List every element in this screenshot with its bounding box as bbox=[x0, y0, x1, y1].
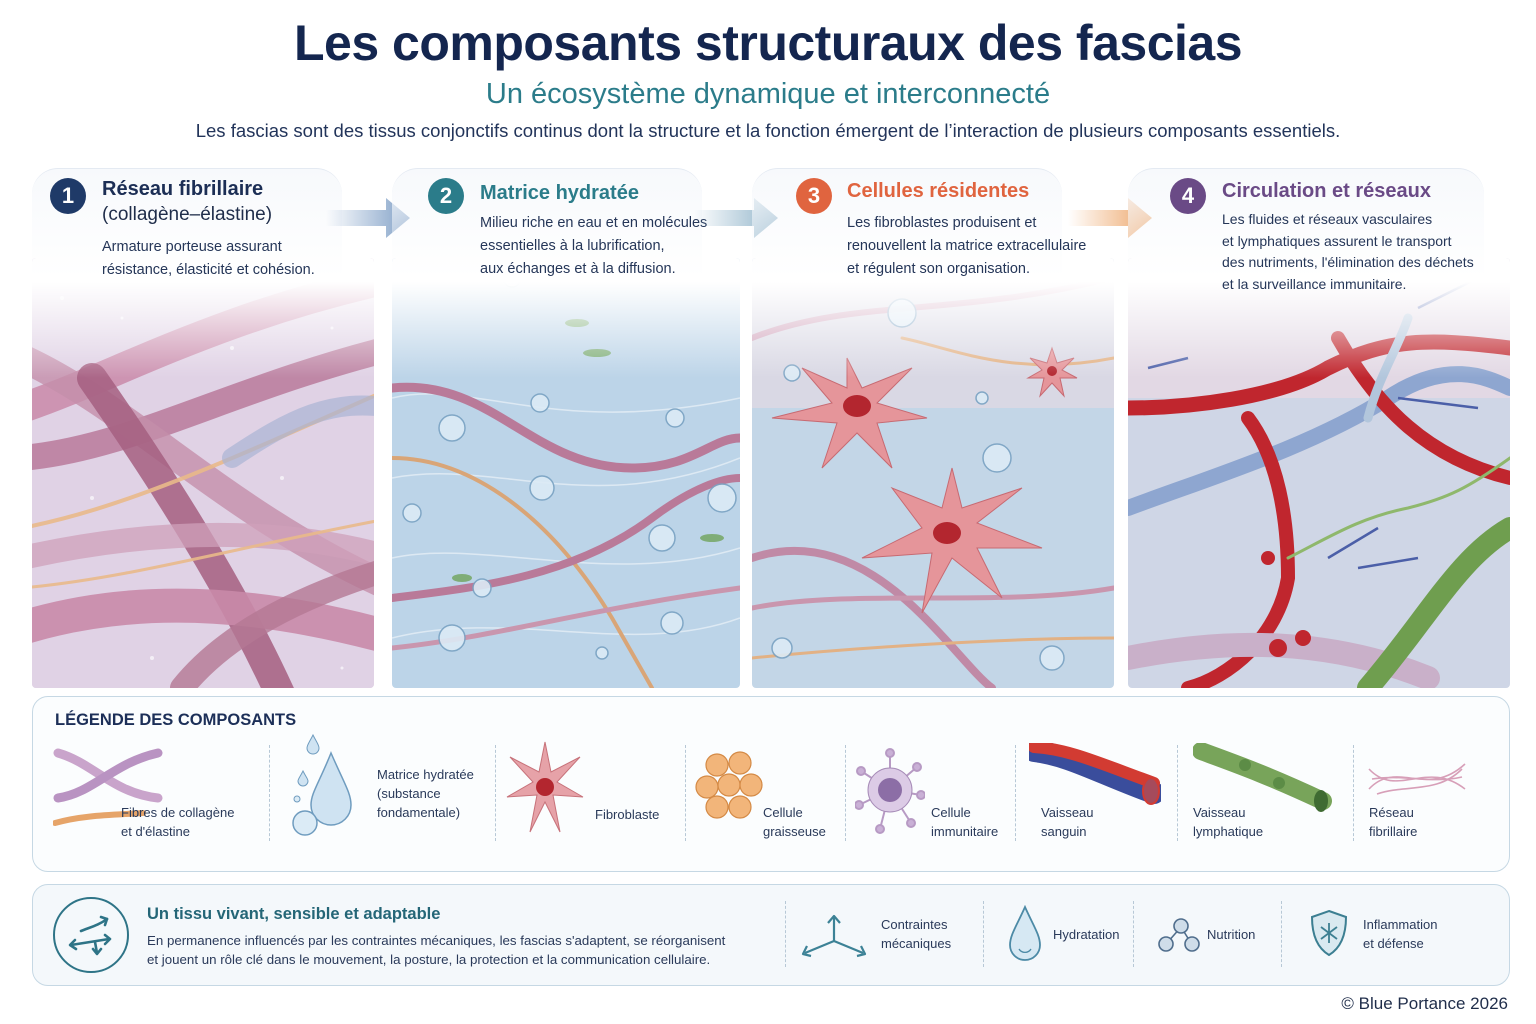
living-tissue-summary: Un tissu vivant, sensible et adaptable E… bbox=[32, 884, 1510, 986]
legend-item-immune-cell: Cellule immunitaire bbox=[855, 733, 1025, 853]
legend-label: Réseau fibrillaire bbox=[1369, 805, 1418, 839]
collagen-fiber-icon bbox=[53, 748, 163, 826]
property-hydration: Hydratation bbox=[1007, 899, 1157, 971]
legend-item-hydrated-matrix: Matrice hydratée (substance fondamentale… bbox=[289, 733, 489, 853]
fibrillar-network-icon bbox=[1368, 763, 1466, 795]
panel-description: Les fluides et réseaux vasculaires et ly… bbox=[1222, 211, 1474, 292]
legend-label: Fibres de collagène et d'élastine bbox=[121, 805, 235, 839]
panel-fibrillar-network: 1 Réseau fibrillaire (collagène–élastine… bbox=[32, 168, 376, 688]
property-label: Hydratation bbox=[1053, 927, 1120, 942]
property-mechanical-stress: Contraintes mécaniques bbox=[799, 899, 989, 971]
immune-cell-icon bbox=[855, 748, 925, 834]
panel-hydrated-matrix: 2 Matrice hydratée Milieu riche en eau e… bbox=[392, 168, 742, 688]
blood-vessel-icon bbox=[1029, 743, 1161, 805]
panel-resident-cells: 3 Cellules résidentes Les fibroblastes p… bbox=[752, 168, 1118, 688]
panel-title: Réseau fibrillaire bbox=[102, 178, 264, 200]
legend-item-lymphatic-vessel: Vaisseau lymphatique bbox=[1193, 733, 1353, 853]
panel-title: Matrice hydratée bbox=[480, 182, 639, 204]
step-number-badge: 4 bbox=[1170, 178, 1206, 214]
page-title: Les composants structuraux des fascias bbox=[293, 15, 1243, 71]
shield-defense-icon bbox=[1310, 909, 1348, 957]
hydrated-matrix-illustration bbox=[392, 258, 740, 688]
panel-title: Cellules résidentes bbox=[847, 180, 1030, 202]
panel-title: Circulation et réseaux bbox=[1222, 180, 1431, 202]
hydration-drop-icon bbox=[1009, 905, 1041, 961]
divider bbox=[269, 745, 270, 841]
legend-item-blood-vessel: Vaisseau sanguin bbox=[1029, 733, 1179, 853]
legend-label: Cellule graisseuse bbox=[763, 805, 826, 839]
legend-label: Fibroblaste bbox=[595, 807, 660, 822]
legend-label: Vaisseau lymphatique bbox=[1193, 805, 1264, 839]
page-subtitle: Un écosystème dynamique et interconnecté bbox=[485, 78, 1051, 110]
property-label: Inflammation et défense bbox=[1363, 917, 1438, 951]
legend-item-fibroblast: Fibroblaste bbox=[505, 733, 685, 853]
fibroblast-icon bbox=[506, 741, 584, 833]
mechanical-stress-arrows-icon bbox=[801, 914, 867, 958]
divider bbox=[845, 745, 846, 841]
divider bbox=[1353, 745, 1354, 841]
nutrition-molecule-icon bbox=[1158, 918, 1200, 952]
step-number-badge: 2 bbox=[428, 178, 464, 214]
step-number-badge: 1 bbox=[50, 178, 86, 214]
legend-label: Matrice hydratée (substance fondamentale… bbox=[377, 767, 474, 820]
adaptive-arrows-icon bbox=[53, 897, 129, 973]
summary-title: Un tissu vivant, sensible et adaptable bbox=[147, 905, 441, 923]
divider bbox=[1177, 745, 1178, 841]
copyright: © Blue Portance 2026 bbox=[1341, 994, 1508, 1013]
panel-description: Les fibroblastes produisent et renouvell… bbox=[847, 215, 1087, 277]
fibroblast-cells-illustration bbox=[752, 258, 1114, 688]
panel-description: Armature porteuse assurant résistance, é… bbox=[102, 239, 315, 278]
legend-item-fat-cell: Cellule graisseuse bbox=[695, 733, 855, 853]
intro-text: Les fascias sont des tissus conjonctifs … bbox=[195, 120, 1341, 141]
divider bbox=[495, 745, 496, 841]
legend-title: LÉGENDE DES COMPOSANTS bbox=[55, 711, 297, 729]
fat-cell-icon bbox=[695, 751, 763, 819]
blood-lymphatic-vessels-illustration bbox=[1128, 258, 1510, 688]
divider bbox=[785, 901, 786, 967]
panel-subtitle: (collagène–élastine) bbox=[102, 204, 273, 225]
legend-item-fibrillar-network: Réseau fibrillaire bbox=[1367, 733, 1497, 853]
collagen-elastin-fiber-network-illustration bbox=[32, 258, 374, 688]
flow-arrow-icon bbox=[326, 198, 410, 238]
legend-item-collagen: Fibres de collagène et d'élastine bbox=[53, 733, 273, 853]
step-number-badge: 3 bbox=[796, 178, 832, 214]
panel-description: Milieu riche en eau et en molécules esse… bbox=[480, 215, 708, 277]
lymphatic-vessel-icon bbox=[1193, 743, 1332, 812]
components-legend: LÉGENDE DES COMPOSANTS Fibres de collagè… bbox=[32, 696, 1510, 872]
summary-text: En permanence influencés par les contrai… bbox=[147, 933, 726, 967]
property-nutrition: Nutrition bbox=[1157, 899, 1287, 971]
water-drop-icon bbox=[292, 733, 352, 836]
divider bbox=[1281, 901, 1282, 967]
divider bbox=[983, 901, 984, 967]
divider bbox=[1015, 745, 1016, 841]
divider bbox=[685, 745, 686, 841]
property-label: Nutrition bbox=[1207, 927, 1256, 942]
divider bbox=[1133, 901, 1134, 967]
panel-circulation-networks: 4 Circulation et réseaux Les fluides et … bbox=[1128, 168, 1510, 688]
property-inflammation-defense: Inflammation et défense bbox=[1309, 899, 1469, 971]
legend-label: Cellule immunitaire bbox=[931, 805, 999, 839]
property-label: Contraintes mécaniques bbox=[881, 917, 952, 951]
legend-label: Vaisseau sanguin bbox=[1041, 805, 1094, 839]
